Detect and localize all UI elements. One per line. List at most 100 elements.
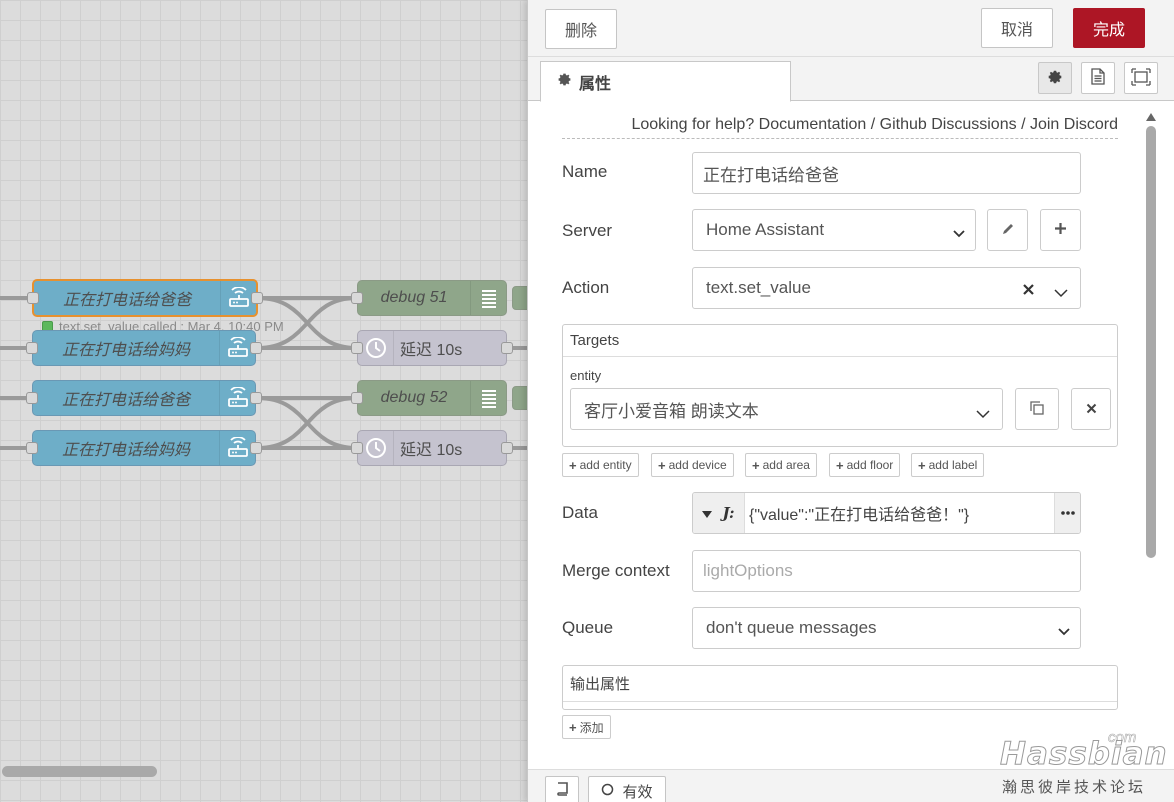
delete-button[interactable]: 删除 [545,9,617,49]
list-icon [470,381,506,415]
input-port[interactable] [351,442,363,454]
router-icon [220,281,256,315]
delay-node-1[interactable]: 延迟 10s [351,330,513,366]
chevron-down-icon[interactable] [1054,283,1068,303]
output-port[interactable] [501,442,513,454]
queue-value: don't queue messages [706,618,877,637]
name-input[interactable]: 正在打电话给爸爸 [692,152,1081,194]
tray-header: 删除 取消 完成 [528,0,1174,57]
ha-node-call-dad-1[interactable]: 正在打电话给爸爸 [27,279,263,317]
cancel-button[interactable]: 取消 [981,8,1053,48]
remove-entity-button[interactable] [1071,388,1111,430]
ha-node-call-mom-1[interactable]: 正在打电话给妈妈 [26,330,262,366]
merge-context-label: Merge context [562,561,670,580]
data-label: Data [562,503,598,522]
github-discussions-link[interactable]: Github Discussions [879,116,1017,133]
clear-icon[interactable] [1022,281,1035,301]
horizontal-scrollbar[interactable] [2,766,157,777]
input-port[interactable] [27,292,39,304]
scroll-up-arrow[interactable] [1146,108,1156,124]
chevron-down-icon [976,404,990,424]
vertical-scrollbar[interactable] [1146,126,1156,558]
node-label: debug 51 [380,289,448,306]
input-port[interactable] [26,342,38,354]
entity-select[interactable]: 客厅小爱音箱 朗读文本 [570,388,1003,430]
router-icon [219,381,255,415]
router-icon [219,331,255,365]
add-server-button[interactable] [1040,209,1081,251]
plus-icon: + [658,457,666,473]
enabled-toggle[interactable]: 有效 [588,776,666,802]
circle-icon [601,783,614,800]
help-separator: / [1021,116,1026,133]
output-port[interactable] [250,392,262,404]
edit-tray: 删除 取消 完成 属性 Looking for help? [527,0,1174,802]
plus-icon [1054,222,1067,238]
targets-title: Targets [563,325,1117,357]
tray-footer: 有效 [528,769,1174,802]
add-area-label: add area [762,458,810,472]
add-area-button[interactable]: +add area [745,453,817,477]
add-label-label: add label [928,458,978,472]
documentation-link[interactable]: Documentation [758,116,867,133]
add-output-button[interactable]: +添加 [562,715,611,739]
server-select[interactable]: Home Assistant [692,209,976,251]
input-port[interactable] [351,392,363,404]
type-selector[interactable]: J: [693,493,745,533]
node-settings-button[interactable] [1038,62,1072,94]
output-port[interactable] [250,442,262,454]
document-icon [1091,68,1105,88]
flow-canvas[interactable]: 正在打电话给爸爸 text.set_value called : Mar 4, … [0,0,532,802]
debug-node-51[interactable]: debug 51 [351,280,507,316]
add-floor-label: add floor [846,458,894,472]
add-entity-button[interactable]: +add entity [562,453,639,477]
output-port[interactable] [251,292,263,304]
merge-context-input[interactable]: lightOptions [692,550,1081,592]
add-label-button[interactable]: +add label [911,453,985,477]
done-button[interactable]: 完成 [1073,8,1145,48]
node-label: 延迟 10s [400,442,463,459]
output-port[interactable] [250,342,262,354]
close-icon [1086,401,1097,417]
edit-server-button[interactable] [987,209,1028,251]
chevron-down-icon [1058,621,1070,641]
enabled-label: 有效 [622,783,653,801]
output-port[interactable] [501,342,513,354]
timer-icon [358,431,394,465]
ha-node-call-dad-2[interactable]: 正在打电话给爸爸 [26,380,262,416]
appearance-button[interactable] [1124,62,1158,94]
plus-icon: + [752,457,760,473]
book-icon [556,782,569,800]
debug-node-52[interactable]: debug 52 [351,380,507,416]
caret-down-icon [702,505,713,521]
description-button[interactable] [1081,62,1115,94]
plus-icon: + [569,457,577,473]
ellipsis-icon[interactable] [1054,493,1080,533]
pencil-icon [1001,222,1015,239]
input-port[interactable] [26,392,38,404]
input-port[interactable] [351,342,363,354]
add-device-button[interactable]: +add device [651,453,734,477]
join-discord-link[interactable]: Join Discord [1029,116,1118,133]
input-port[interactable] [351,292,363,304]
queue-select[interactable]: don't queue messages [692,607,1081,649]
json-icon: J: [722,504,735,522]
copy-entity-button[interactable] [1015,388,1059,430]
help-links: Looking for help? Documentation / Github… [562,116,1118,139]
output-properties-title: 输出属性 [563,666,1117,702]
action-value: text.set_value [706,278,811,297]
tab-properties[interactable]: 属性 [540,61,791,102]
delay-node-2[interactable]: 延迟 10s [351,430,513,466]
add-floor-button[interactable]: +add floor [829,453,901,477]
timer-icon [358,331,394,365]
plus-icon: + [569,719,577,735]
node-label: debug 52 [380,389,448,406]
input-port[interactable] [26,442,38,454]
action-input[interactable]: text.set_value [692,267,1081,309]
data-value[interactable]: {"value":"正在打电话给爸爸！"} [749,507,970,524]
frame-icon [1131,67,1151,89]
ha-node-call-mom-2[interactable]: 正在打电话给妈妈 [26,430,262,466]
help-book-button[interactable] [545,776,579,802]
tab-properties-label: 属性 [579,75,612,93]
data-typed-input[interactable]: J: {"value":"正在打电话给爸爸！"} [692,492,1081,534]
